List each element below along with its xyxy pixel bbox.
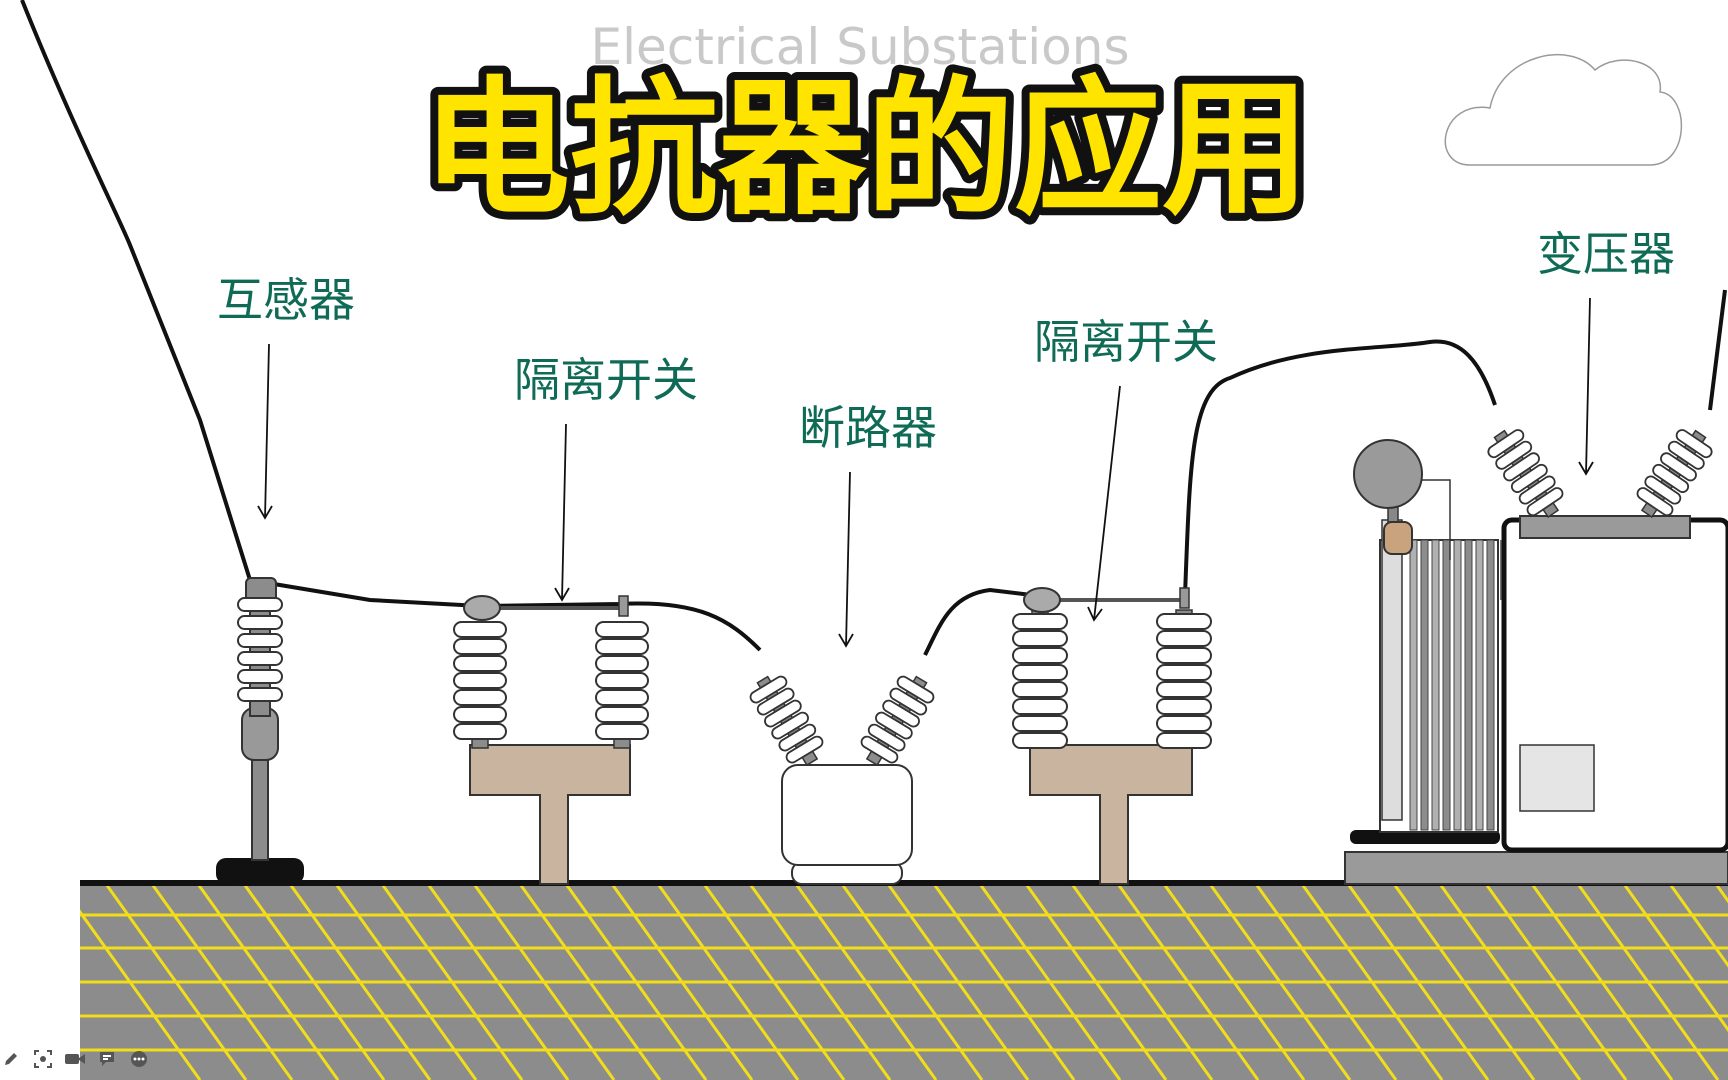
insulator-disc (237, 651, 283, 666)
bushing-disc (896, 675, 935, 704)
bushing-disc (749, 675, 788, 704)
video-icon[interactable] (64, 1048, 86, 1070)
insulator-disc (237, 687, 283, 702)
main-cable (20, 0, 1727, 656)
power-transformer (1344, 429, 1728, 885)
insulator-disc (1156, 647, 1212, 664)
bushing-disc (778, 723, 817, 752)
insulator-disc (453, 689, 507, 706)
pencil-icon[interactable] (0, 1048, 22, 1070)
insulator-disc (1156, 630, 1212, 647)
bushing-disc (1518, 475, 1556, 505)
insulator-disc (1012, 647, 1068, 664)
insulator-disc (1012, 630, 1068, 647)
insulator-disc (595, 638, 649, 655)
bushing-disc (756, 687, 795, 716)
bushing-disc (1526, 487, 1564, 517)
insulator-disc (1156, 613, 1212, 630)
insulator-disc (1156, 715, 1212, 732)
insulator-disc (237, 633, 283, 648)
insulator-disc (1156, 732, 1212, 749)
pointer-arrows (257, 297, 1594, 648)
more-icon[interactable] (128, 1048, 150, 1070)
player-toolbar (0, 1048, 150, 1070)
bushing-disc (771, 711, 809, 740)
bushing-disc (875, 711, 913, 740)
ground (80, 880, 1728, 1080)
insulator-disc (1012, 732, 1068, 749)
bushing-disc (860, 735, 899, 764)
insulator-disc (453, 621, 507, 638)
screenshot-icon[interactable] (32, 1048, 54, 1070)
cloud-shape (1444, 54, 1682, 166)
bushing-disc (1636, 487, 1674, 517)
bushing-disc (1495, 440, 1533, 470)
comment-icon[interactable] (96, 1048, 118, 1070)
circuit-breaker (749, 675, 935, 885)
bushing-disc (764, 699, 802, 728)
label-isolator-left: 隔离开关 (514, 353, 698, 407)
instrument-transformer (216, 577, 304, 884)
label-power-transformer: 变压器 (1537, 227, 1675, 281)
insulator-disc (1156, 698, 1212, 715)
bushing-disc (889, 687, 928, 716)
insulator-disc (595, 689, 649, 706)
insulator-disc (1012, 613, 1068, 630)
bushing-disc (1667, 440, 1705, 470)
insulator-disc (1012, 715, 1068, 732)
label-transformer-instrument: 互感器 (217, 273, 355, 327)
bushing-disc (1644, 475, 1682, 505)
insulator-disc (1156, 681, 1212, 698)
watermark-text: Electrical Substations (591, 18, 1130, 76)
insulator-disc (237, 615, 283, 630)
bushing-disc (1510, 463, 1548, 493)
insulator-disc (595, 655, 649, 672)
insulator-disc (453, 655, 507, 672)
isolator-switch-left (453, 595, 649, 885)
insulator-disc (453, 706, 507, 723)
insulator-disc (1012, 681, 1068, 698)
bushing-disc (785, 735, 824, 764)
insulator-disc (237, 597, 283, 612)
label-isolator-right: 隔离开关 (1034, 315, 1218, 369)
insulator-disc (1156, 664, 1212, 681)
insulator-disc (595, 621, 649, 638)
page-title: 电抗器的应用 (422, 63, 1310, 235)
isolator-switch-right (1012, 587, 1212, 885)
bushing-disc (1675, 429, 1713, 459)
bushing-disc (1487, 429, 1525, 459)
insulator-disc (453, 638, 507, 655)
bushing-disc (1660, 452, 1697, 482)
bushing-disc (867, 723, 906, 752)
insulator-disc (453, 723, 507, 740)
insulator-disc (1012, 698, 1068, 715)
insulator-disc (595, 723, 649, 740)
insulator-disc (595, 706, 649, 723)
bushing-disc (1652, 463, 1690, 493)
insulator-disc (595, 672, 649, 689)
bushing-disc (882, 699, 920, 728)
component-labels: 互感器 隔离开关 断路器 隔离开关 变压器 (217, 227, 1675, 455)
label-breaker: 断路器 (799, 401, 937, 455)
bushing-disc (1503, 452, 1540, 482)
insulator-disc (453, 672, 507, 689)
insulator-disc (237, 669, 283, 684)
insulator-disc (1012, 664, 1068, 681)
